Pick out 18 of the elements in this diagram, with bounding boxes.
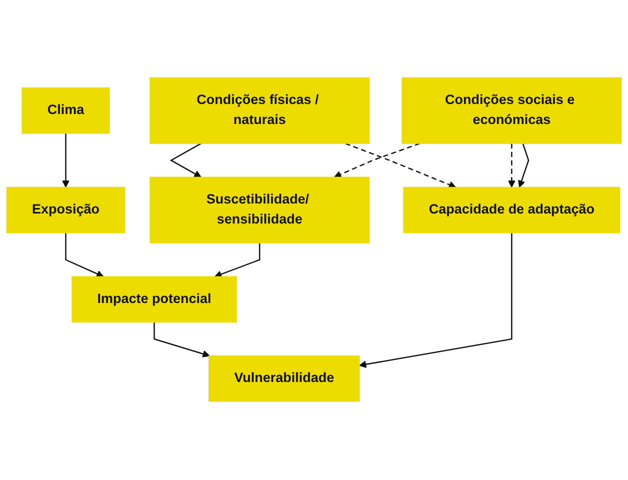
arrow bbox=[62, 134, 70, 188]
node-box: Exposição bbox=[6, 187, 126, 234]
arrow bbox=[359, 233, 512, 368]
arrow bbox=[518, 144, 530, 188]
node-box: Suscetibilidade/ sensibilidade bbox=[150, 177, 370, 244]
arrow bbox=[65, 233, 104, 278]
node-box: Condições físicas / naturais bbox=[150, 78, 370, 144]
node-box: Capacidade de adaptação bbox=[403, 187, 620, 234]
arrow bbox=[170, 143, 202, 178]
node-box: Clima bbox=[22, 88, 110, 134]
arrow bbox=[345, 143, 456, 189]
arrow bbox=[334, 143, 420, 178]
node-box: Vulnerabilidade bbox=[208, 356, 360, 402]
node-box: Impacte potencial bbox=[72, 276, 237, 324]
arrow bbox=[214, 243, 260, 278]
arrow bbox=[508, 144, 516, 188]
node-box: Condições sociais e económicas bbox=[402, 78, 622, 144]
arrow bbox=[154, 322, 210, 358]
